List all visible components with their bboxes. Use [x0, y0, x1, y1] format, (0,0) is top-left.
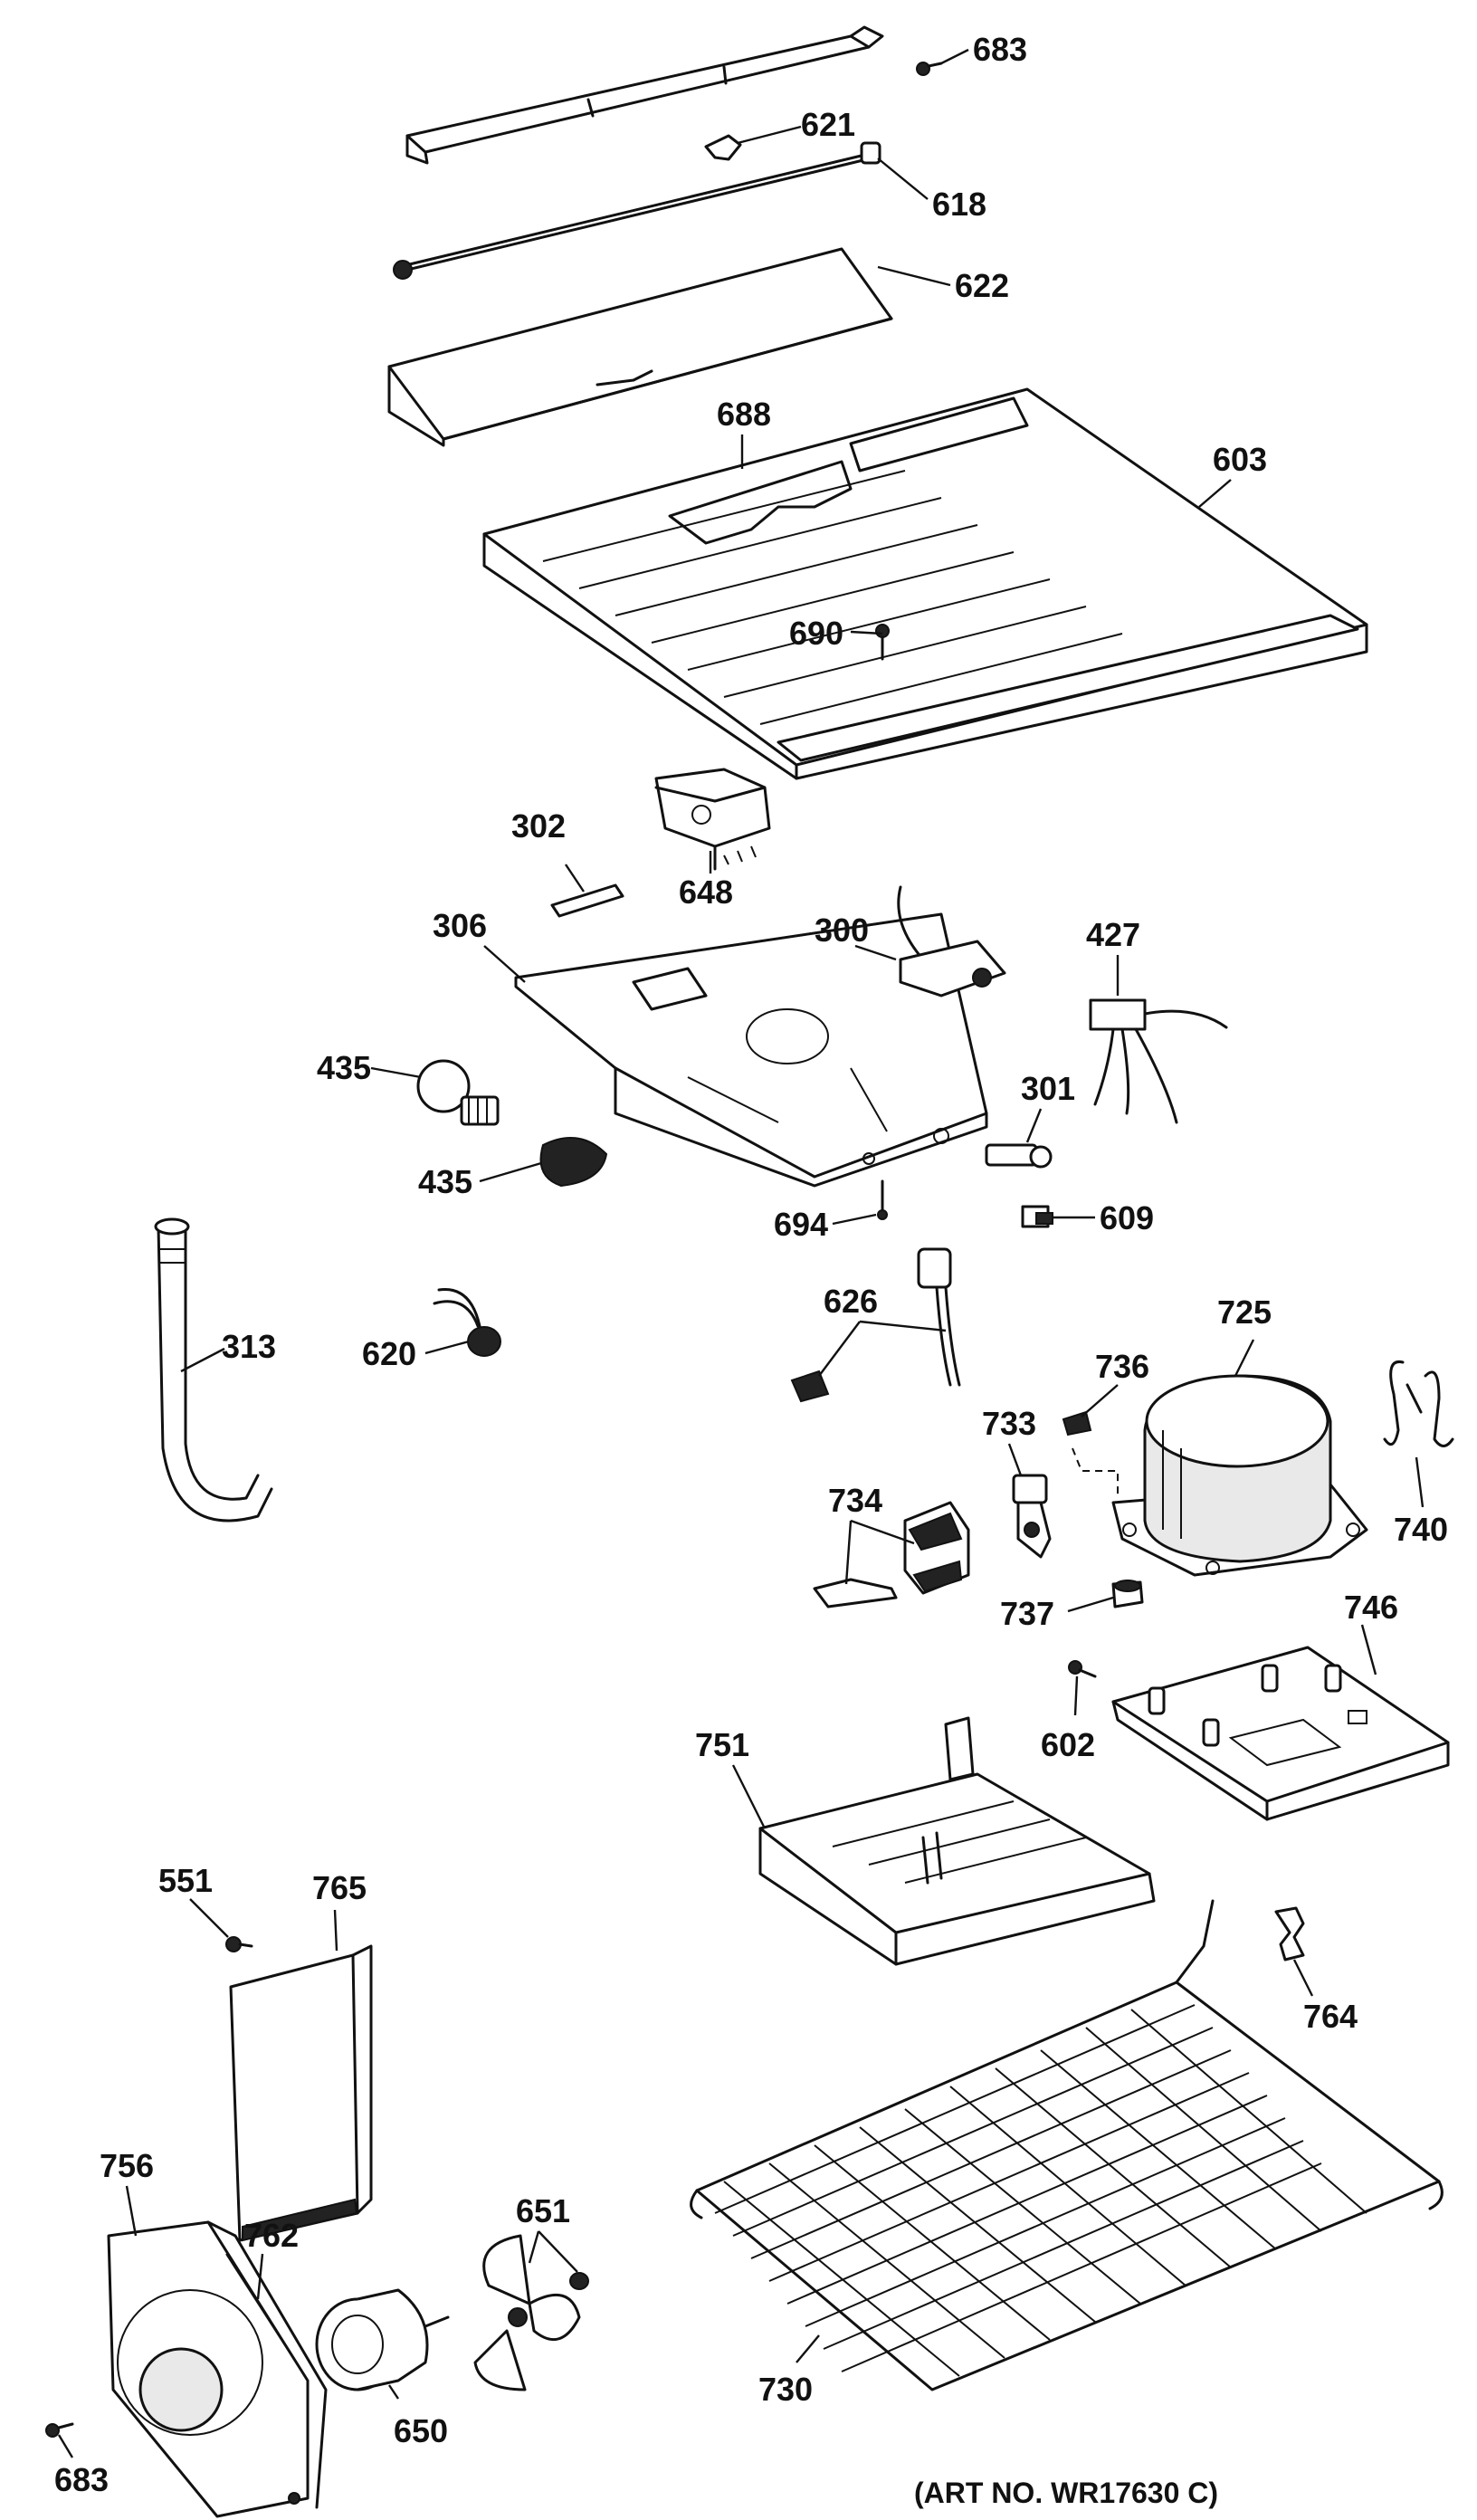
part-609-switch — [1021, 1205, 1053, 1228]
callout-622: 622 — [955, 267, 1009, 304]
callout-435-bulb: 435 — [317, 1049, 371, 1086]
callout-765: 765 — [312, 1869, 367, 1906]
part-733-relay — [1012, 1474, 1052, 1559]
callout-551: 551 — [158, 1862, 213, 1899]
callout-302: 302 — [511, 807, 566, 845]
part-651-fan-blade — [473, 2234, 589, 2391]
callout-603: 603 — [1213, 441, 1267, 478]
callout-301: 301 — [1021, 1070, 1075, 1107]
callout-694: 694 — [774, 1206, 828, 1243]
part-301-switch — [985, 1143, 1053, 1169]
part-756-fan-shroud — [107, 2220, 328, 2518]
part-764-clip — [1274, 1906, 1305, 1962]
callout-621: 621 — [801, 106, 855, 143]
part-683-screw-top — [916, 62, 943, 76]
part-302-pin — [550, 883, 624, 918]
leader-lines — [57, 48, 1425, 2458]
callout-435-socket: 435 — [418, 1163, 472, 1200]
callout-737: 737 — [1000, 1595, 1054, 1632]
art-number: (ART NO. WR17630 C) — [914, 2477, 1218, 2509]
part-751-drain-pan — [758, 1716, 1156, 1966]
callout-746: 746 — [1344, 1589, 1398, 1626]
callout-427: 427 — [1086, 916, 1140, 953]
callout-620: 620 — [362, 1335, 416, 1372]
part-740-hook-clips — [1383, 1360, 1454, 1447]
part-306-control-housing — [514, 912, 988, 1188]
callout-734: 734 — [828, 1482, 882, 1519]
part-765-bracket — [229, 1944, 373, 2242]
callout-756: 756 — [100, 2147, 154, 2184]
part-683-screw-bottom — [45, 2422, 74, 2438]
part-618-harness-rod — [393, 141, 881, 280]
callout-306: 306 — [433, 907, 487, 944]
part-435-light-bulb — [416, 1059, 500, 1126]
part-300-thermostat — [897, 885, 1006, 998]
part-730-condenser-coil — [690, 1899, 1444, 2391]
callout-730: 730 — [758, 2371, 813, 2408]
callout-762: 762 — [244, 2217, 299, 2254]
callout-626: 626 — [824, 1283, 878, 1320]
callout-725: 725 — [1217, 1293, 1272, 1331]
callout-609: 609 — [1100, 1199, 1154, 1236]
callout-313: 313 — [222, 1328, 276, 1365]
part-736-clip — [1062, 1410, 1092, 1437]
callout-618: 618 — [932, 186, 986, 223]
callout-labels: 683 621 618 622 688 603 690 302 648 306 … — [54, 31, 1448, 2498]
callout-688: 688 — [717, 396, 771, 433]
part-746-mounting-plate — [1111, 1646, 1450, 1821]
callout-650: 650 — [394, 2412, 448, 2449]
callout-690: 690 — [789, 615, 843, 652]
callout-764: 764 — [1303, 1998, 1358, 2035]
part-725-compressor — [1072, 1374, 1368, 1577]
callout-751: 751 — [695, 1726, 749, 1763]
part-762-mount — [225, 2253, 309, 2382]
part-551-screw — [225, 1936, 253, 1952]
callout-683-bottom: 683 — [54, 2461, 109, 2498]
part-622-trough — [387, 247, 893, 447]
part-620-grommet — [433, 1288, 501, 1357]
callout-651: 651 — [516, 2192, 570, 2229]
callout-736: 736 — [1095, 1348, 1149, 1385]
part-694-screw — [877, 1179, 888, 1220]
part-603-shelf — [482, 387, 1368, 780]
part-427-harness — [1089, 998, 1228, 1124]
callout-740: 740 — [1394, 1511, 1448, 1548]
part-626-overload-cord — [790, 1247, 961, 1403]
part-621-bracket-bar — [405, 25, 884, 165]
callout-602: 602 — [1041, 1726, 1095, 1763]
callout-648: 648 — [679, 873, 733, 911]
part-648-timer — [654, 768, 771, 871]
part-313-drain-tube — [154, 1217, 273, 1522]
part-737-grommet — [1111, 1580, 1144, 1608]
callout-733: 733 — [982, 1405, 1036, 1442]
part-602-screw — [1068, 1660, 1097, 1678]
callout-300: 300 — [815, 912, 869, 949]
part-734-relay-cover — [813, 1501, 970, 1608]
part-435-lamp-socket — [539, 1137, 608, 1188]
callout-683-top: 683 — [973, 31, 1027, 68]
part-650-fan-motor — [315, 2288, 450, 2391]
